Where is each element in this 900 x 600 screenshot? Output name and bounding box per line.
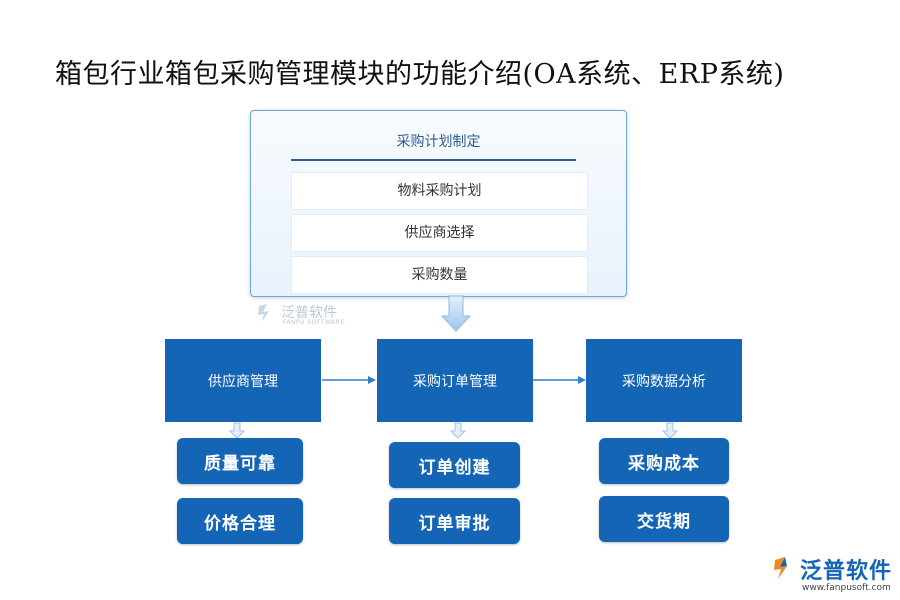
purchase-plan-divider xyxy=(291,159,576,161)
brand-logo-url: www.fanpusoft.com xyxy=(802,583,891,593)
plan-item-supplier-selection: 供应商选择 xyxy=(291,214,588,252)
sub-purchase-cost: 采购成本 xyxy=(599,438,729,484)
flow-arrow-2 xyxy=(533,376,586,384)
page-title: 箱包行业箱包采购管理模块的功能介绍(OA系统、ERP系统) xyxy=(55,59,785,90)
watermark-text: 泛普软件 xyxy=(281,305,337,321)
plan-item-quantity: 采购数量 xyxy=(291,256,588,294)
sub-quality-reliable: 质量可靠 xyxy=(177,438,303,484)
sub-order-approval: 订单审批 xyxy=(389,498,520,544)
watermark-logo-icon xyxy=(258,304,269,322)
sub-delivery-period: 交货期 xyxy=(599,496,729,542)
watermark-subtext: FANPU SOFTWARE xyxy=(283,319,345,326)
flow-arrow-1 xyxy=(322,376,376,384)
brand-logo-icon xyxy=(774,557,787,579)
down-arrow-small-3 xyxy=(661,422,679,439)
sub-order-creation: 订单创建 xyxy=(389,442,520,488)
brand-logo-text: 泛普软件 xyxy=(800,559,893,584)
down-arrow-small-1 xyxy=(228,422,246,439)
plan-item-material: 物料采购计划 xyxy=(291,172,588,210)
sub-price-reasonable: 价格合理 xyxy=(177,498,303,544)
purchase-plan-title: 采购计划制定 xyxy=(396,134,481,150)
module-purchase-data-analysis: 采购数据分析 xyxy=(586,339,742,422)
module-supplier-management: 供应商管理 xyxy=(165,339,321,422)
down-arrow-small-2 xyxy=(449,422,467,439)
module-purchase-order-management: 采购订单管理 xyxy=(377,339,533,422)
down-arrow-main xyxy=(440,295,472,332)
purchase-plan-panel: 采购计划制定 物料采购计划 供应商选择 采购数量 xyxy=(250,110,627,297)
